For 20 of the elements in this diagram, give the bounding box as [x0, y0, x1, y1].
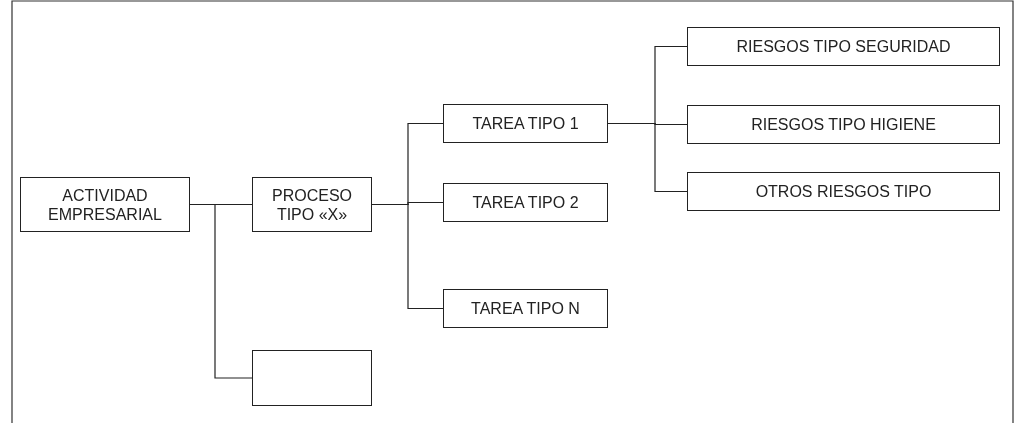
- process-box: [443, 289, 608, 328]
- connector-line: [607, 122, 688, 193]
- box-label: RIESGOS TIPO HIGIENE: [750, 115, 937, 134]
- box-label: PROCESO TIPO «X»: [271, 185, 353, 224]
- box-label: TAREA TIPO 2: [471, 193, 580, 212]
- process-box: [443, 183, 608, 222]
- connector-line: [371, 203, 444, 310]
- box-label: OTROS RIESGOS TIPO: [754, 182, 933, 201]
- box-label: ACTIVIDAD EMPRESARIAL: [47, 185, 163, 224]
- empty-box: [252, 350, 372, 406]
- process-box: [252, 177, 372, 232]
- box-label: RIESGOS TIPO SEGURIDAD: [735, 37, 952, 56]
- process-box: [687, 27, 1000, 66]
- box-label: TAREA TIPO N: [470, 299, 581, 318]
- process-box: [443, 104, 608, 143]
- connector-line: [189, 203, 253, 379]
- process-box: [687, 105, 1000, 144]
- box-label: TAREA TIPO 1: [471, 114, 580, 133]
- process-box: [20, 177, 190, 232]
- process-box: [687, 172, 1000, 211]
